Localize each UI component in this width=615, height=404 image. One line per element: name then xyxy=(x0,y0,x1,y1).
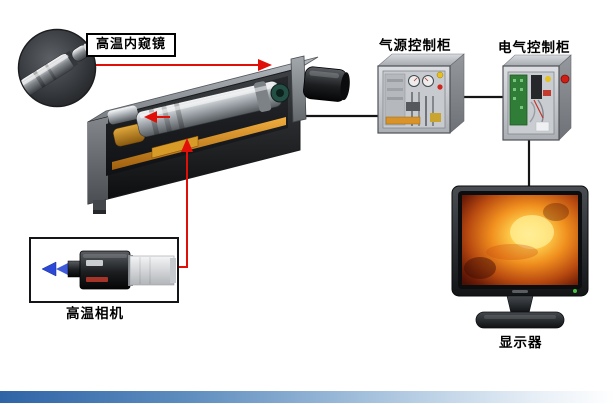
monitor-stand-neck xyxy=(506,295,534,314)
monitor-label: 显示器 xyxy=(499,335,543,351)
indicator-red xyxy=(437,84,443,90)
footer-gradient-bar xyxy=(0,391,615,403)
endoscope-probe-illustration xyxy=(19,43,92,96)
camera-cooling-jacket xyxy=(129,255,175,286)
machine-foot-pad xyxy=(93,210,106,214)
power-led xyxy=(573,289,577,293)
electric-cabinet-label: 电气控制柜 xyxy=(498,40,571,56)
pointer-interior-arrow xyxy=(144,111,170,123)
camera-inset xyxy=(29,237,179,303)
camera-label: 高温相机 xyxy=(66,306,124,322)
red-arrowhead-right xyxy=(258,59,272,71)
monitor-logo-mark xyxy=(512,290,528,293)
red-arrowhead-left xyxy=(144,111,157,123)
camera-red-label xyxy=(86,277,108,282)
endoscope-inset xyxy=(17,28,97,108)
endoscope-tube-assembly xyxy=(107,81,290,137)
indicator-yellow xyxy=(545,76,551,82)
air-cabinet-label: 气源控制柜 xyxy=(379,38,452,54)
machine-housing xyxy=(87,55,350,214)
machine-end-face xyxy=(88,117,108,204)
red-arrowhead-up xyxy=(181,138,193,152)
air-control-cabinet xyxy=(377,53,465,134)
monitor xyxy=(451,185,589,329)
machine-camera-head xyxy=(303,66,350,102)
pcb-board xyxy=(509,74,528,126)
blue-direction-arrow xyxy=(56,262,70,276)
camera-lens xyxy=(67,260,81,278)
emergency-stop-button xyxy=(560,74,570,84)
machine-foot xyxy=(93,200,106,212)
endoscope-label: 高温内窥镜 xyxy=(86,33,177,57)
pointer-camera-to-machine xyxy=(178,138,193,268)
indicator-yellow xyxy=(436,71,444,79)
mounting-plate xyxy=(290,55,307,123)
monitor-stand-base xyxy=(475,311,565,329)
electric-control-cabinet xyxy=(502,54,572,141)
camera-logo-mark xyxy=(86,260,103,266)
